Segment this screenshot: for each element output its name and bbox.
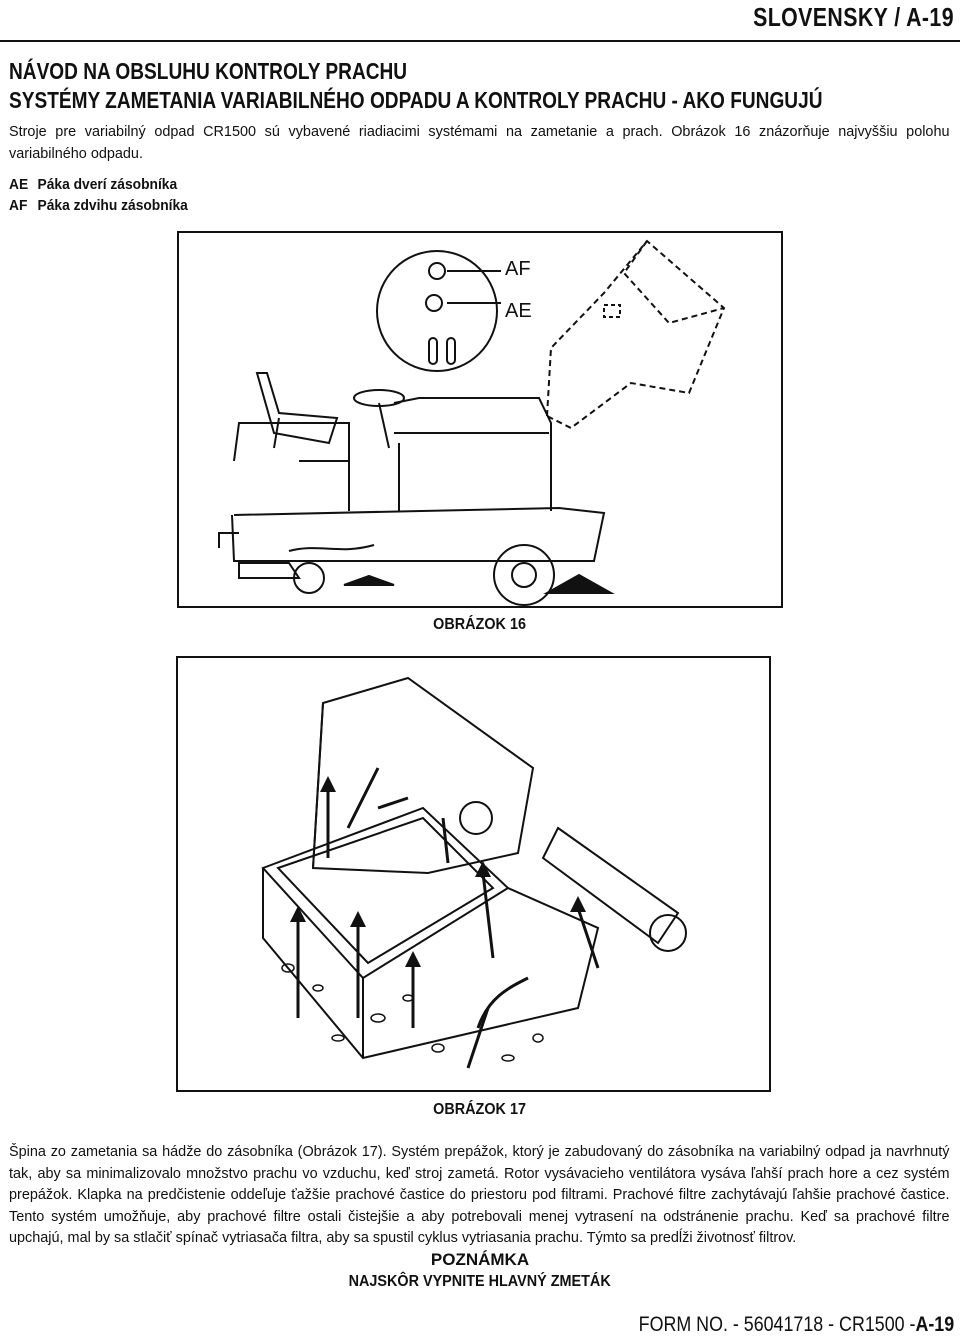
legend-item-ae: AE Páka dverí zásobníka <box>9 176 177 193</box>
callout-af: AF <box>505 258 531 280</box>
figure-16-frame: AF AE <box>177 231 783 608</box>
page-header-title: SLOVENSKY / A-19 <box>753 2 954 32</box>
sweeper-side-view-illustration: AF AE <box>218 239 726 606</box>
figure-16-caption: OBRÁZOK 16 <box>433 616 527 633</box>
section-subtitle: SYSTÉMY ZAMETANIA VARIABILNÉHO ODPADU A … <box>9 87 823 113</box>
legend-text: Páka zdvihu zásobníka <box>37 197 188 214</box>
figure-17-caption: OBRÁZOK 17 <box>433 1101 527 1118</box>
note-label: POZNÁMKA <box>430 1250 530 1269</box>
legend-item-af: AF Páka zdvihu zásobníka <box>9 197 188 214</box>
callout-ae: AE <box>505 300 532 322</box>
figure-17-frame <box>176 656 771 1092</box>
footer-form: FORM NO. - 56041718 - CR1500 - <box>638 1313 916 1336</box>
legend-code: AE <box>9 176 29 193</box>
note-text: NAJSKÔR VYPNITE HLAVNÝ ZMETÁK <box>348 1273 612 1290</box>
legend-text: Páka dverí zásobníka <box>37 176 178 193</box>
section-title: NÁVOD NA OBSLUHU KONTROLY PRACHU <box>9 58 408 84</box>
intro-paragraph: Stroje pre variabilný odpad CR1500 sú vy… <box>9 123 950 162</box>
footer-page: A-19 <box>915 1313 954 1336</box>
hopper-cutaway-illustration <box>261 676 687 1069</box>
body-paragraph: Špina zo zametania sa hádže do zásobníka… <box>9 1143 950 1247</box>
header-rule <box>0 40 960 42</box>
page-footer: FORM NO. - 56041718 - CR1500 -A-19 <box>639 1313 954 1337</box>
legend-code: AF <box>9 197 28 214</box>
